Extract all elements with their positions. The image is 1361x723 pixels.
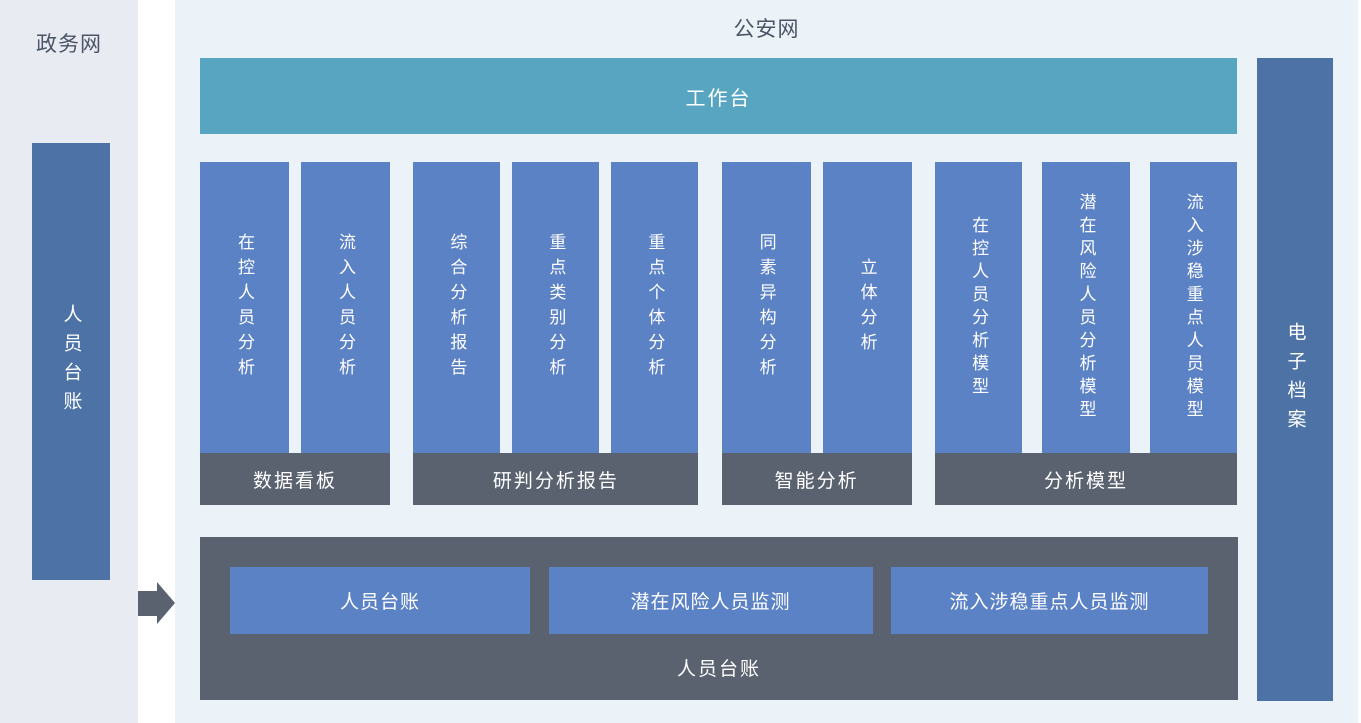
- electronic-archive-bar-label: 电子档案: [1284, 321, 1306, 438]
- group-analysis-models: 在控人员分析模型 潜在风险人员分析模型 流入涉稳重点人员模型 分析模型: [934, 162, 1237, 505]
- module-block-label: 在控人员分析: [235, 232, 254, 383]
- button-label: 潜在风险人员监测: [630, 592, 791, 613]
- module-block-label: 重点类别分析: [546, 232, 566, 383]
- module-block-comprehensive-analysis-report: 综合分析报告: [413, 162, 501, 453]
- flow-arrow-head: [157, 582, 175, 624]
- personnel-ledger-box: 人员台账 潜在风险人员监测 流入涉稳重点人员监测 人员台账: [200, 537, 1238, 700]
- module-block-isomer-analysis: 同素异构分析: [721, 162, 811, 453]
- button-label: 人员台账: [339, 592, 420, 613]
- module-block-potential-risk-model: 潜在风险人员分析模型: [1042, 162, 1130, 453]
- personnel-ledger-bar-label: 人员台账: [60, 303, 82, 420]
- module-block-label: 流入涉稳重点人员模型: [1183, 192, 1203, 423]
- flow-arrow-icon: [138, 582, 175, 625]
- button-label: 流入涉稳重点人员监测: [949, 592, 1150, 613]
- group-intelligent-analysis: 同素异构分析 立体分析 智能分析: [721, 162, 912, 505]
- module-block-label: 综合分析报告: [447, 232, 467, 383]
- module-block-stereo-analysis: 立体分析: [822, 162, 912, 453]
- group-footer-analysis-models: 分析模型: [934, 453, 1237, 505]
- module-block-key-individual-analysis: 重点个体分析: [611, 162, 699, 453]
- button-inflow-key-person-monitoring: 流入涉稳重点人员监测: [891, 567, 1208, 634]
- module-block-label: 潜在风险人员分析模型: [1076, 192, 1096, 423]
- group-footer-label: 分析模型: [1043, 470, 1128, 492]
- gov-network-panel: 政务网 人员台账: [0, 0, 138, 723]
- group-footer-data-dashboard: 数据看板: [200, 453, 390, 505]
- group-data-dashboard-columns: 在控人员分析 流入人员分析: [200, 162, 390, 453]
- module-block-inflow-person-analysis: 流入人员分析: [301, 162, 390, 453]
- personnel-ledger-bar: 人员台账: [32, 143, 110, 580]
- personnel-ledger-buttons: 人员台账 潜在风险人员监测 流入涉稳重点人员监测: [230, 567, 1208, 634]
- group-footer-analysis-report: 研判分析报告: [413, 453, 699, 505]
- group-footer-label: 研判分析报告: [492, 470, 619, 492]
- police-network-title: 公安网: [733, 18, 800, 41]
- button-potential-risk-monitoring: 潜在风险人员监测: [548, 567, 873, 634]
- workbench-label: 工作台: [685, 87, 752, 110]
- module-block-label: 在控人员分析模型: [969, 215, 989, 400]
- group-analysis-report-columns: 综合分析报告 重点类别分析 重点个体分析: [413, 162, 699, 453]
- police-network-panel: 公安网 工作台 在控人员分析 流入人员分析 数据看板: [175, 0, 1358, 723]
- group-footer-label: 数据看板: [252, 470, 337, 492]
- electronic-archive-bar: 电子档案: [1257, 58, 1333, 701]
- module-block-controlled-person-analysis: 在控人员分析: [200, 162, 289, 453]
- button-personnel-ledger: 人员台账: [230, 567, 530, 634]
- group-footer-label: 智能分析: [774, 470, 859, 492]
- module-block-label: 流入人员分析: [336, 232, 355, 383]
- module-block-label: 重点个体分析: [645, 232, 665, 383]
- gov-network-title: 政务网: [36, 33, 102, 56]
- group-analysis-models-columns: 在控人员分析模型 潜在风险人员分析模型 流入涉稳重点人员模型: [934, 162, 1237, 453]
- module-groups: 在控人员分析 流入人员分析 数据看板 综合分析报告 重点类别分析: [200, 162, 1237, 505]
- group-analysis-report: 综合分析报告 重点类别分析 重点个体分析 研判分析报告: [413, 162, 699, 505]
- module-block-label: 同素异构分析: [756, 232, 776, 383]
- group-intelligent-analysis-columns: 同素异构分析 立体分析: [721, 162, 912, 453]
- module-block-controlled-person-model: 在控人员分析模型: [934, 162, 1023, 453]
- module-block-label: 立体分析: [857, 257, 877, 358]
- flow-arrow-shaft: [138, 591, 157, 616]
- group-data-dashboard: 在控人员分析 流入人员分析 数据看板: [200, 162, 390, 505]
- personnel-ledger-box-label: 人员台账: [676, 658, 761, 680]
- group-footer-intelligent-analysis: 智能分析: [721, 453, 912, 505]
- module-block-key-category-analysis: 重点类别分析: [512, 162, 600, 453]
- module-block-inflow-key-person-model: 流入涉稳重点人员模型: [1149, 162, 1237, 453]
- workbench-bar: 工作台: [200, 58, 1237, 134]
